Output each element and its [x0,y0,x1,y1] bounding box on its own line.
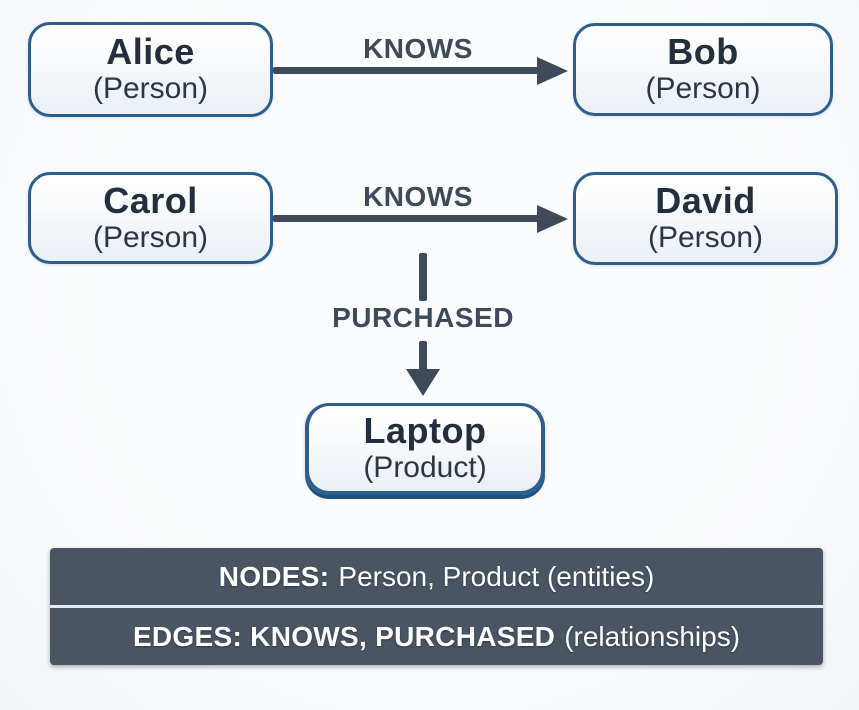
edge-purchased-arrowhead-icon [406,369,440,396]
node-bob-subtitle: (Person) [645,72,761,106]
node-laptop-title: Laptop [363,410,487,452]
node-alice-title: Alice [106,31,195,73]
edge-carol-david-label: KNOWS [363,181,473,212]
node-bob: Bob (Person) [573,23,833,116]
legend-edges-value: (relationships) [564,620,741,652]
legend-nodes-label: NODES: [218,560,330,592]
node-alice-subtitle: (Person) [92,72,209,106]
legend: NODES: Person, Product (entities) EDGES:… [50,548,823,665]
node-carol: Carol (Person) [28,172,273,264]
edge-alice-bob-label: KNOWS [363,33,473,64]
node-david: David (Person) [573,172,838,265]
edge-purchased-label: PURCHASED [332,302,514,333]
legend-row-edges: EDGES: KNOWS, PURCHASED (relationships) [50,608,823,665]
node-david-title: David [655,180,756,222]
edge-alice-bob-arrowhead-icon [537,57,568,85]
node-bob-title: Bob [667,31,739,73]
node-laptop-subtitle: (Product) [363,451,487,485]
legend-edges-label: EDGES: KNOWS, PURCHASED [132,620,556,652]
node-laptop: Laptop (Product) [305,403,545,495]
node-carol-title: Carol [103,179,198,221]
edge-alice-bob-line [273,67,539,74]
edge-purchased-line-lower [419,341,427,371]
edge-purchased-line-upper [419,253,427,301]
legend-row-nodes: NODES: Person, Product (entities) [50,548,823,605]
edge-carol-david-line [273,215,539,222]
node-alice: Alice (Person) [28,22,273,117]
node-carol-subtitle: (Person) [92,220,209,254]
legend-divider [50,605,823,608]
node-david-subtitle: (Person) [647,221,764,255]
legend-nodes-value: Person, Product (entities) [338,560,655,592]
edge-carol-david-arrowhead-icon [537,205,568,233]
